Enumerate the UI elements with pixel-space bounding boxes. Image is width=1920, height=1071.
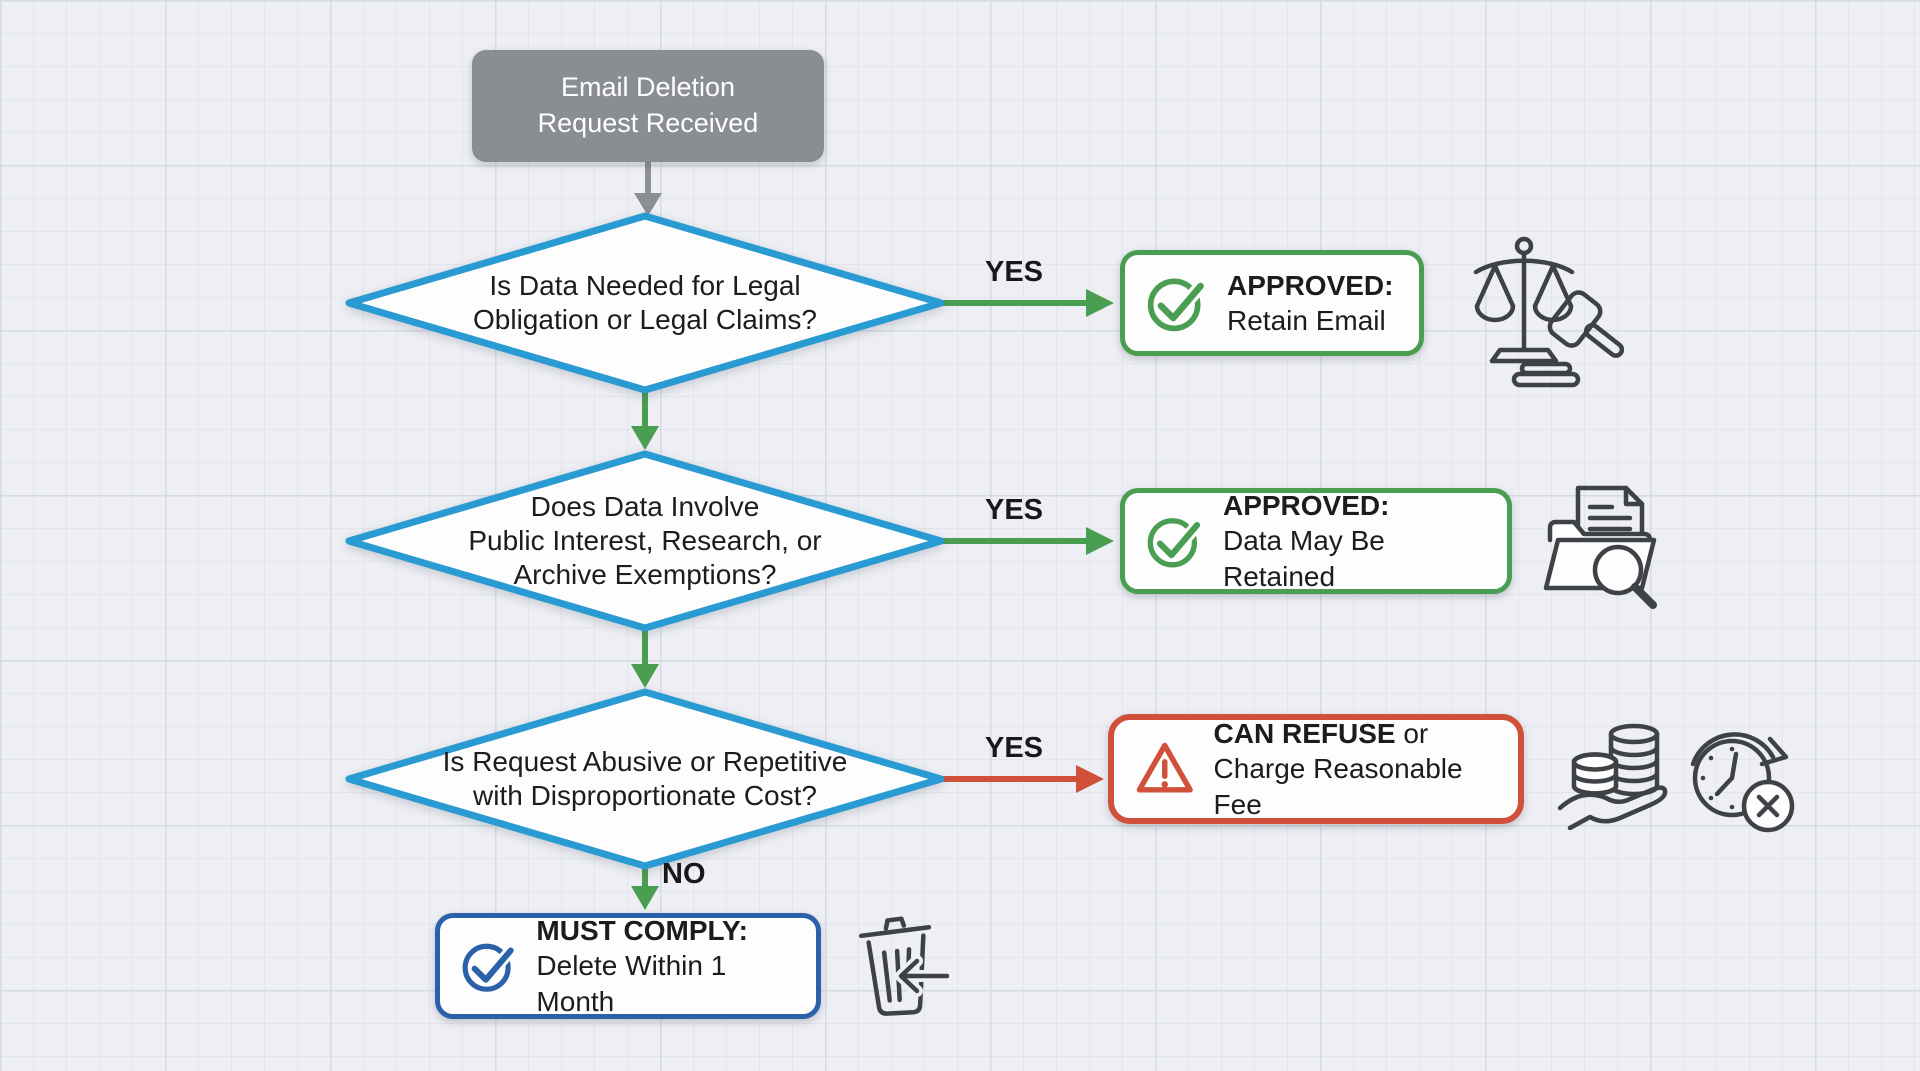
outcome-title: CAN REFUSE — [1213, 718, 1396, 750]
diamond-shape — [345, 688, 945, 870]
edge-start-to-decision1 — [634, 162, 662, 216]
outcome-title-suffix: or — [1395, 718, 1429, 750]
outcome-can-refuse: CAN REFUSE or Charge Reasonable Fee — [1108, 714, 1524, 824]
check-circle-icon — [1147, 518, 1204, 568]
outcome-title: APPROVED: — [1227, 269, 1394, 301]
decision-public-interest: Does Data Involve Public Interest, Resea… — [343, 448, 947, 634]
decision-public-interest-question: Does Data Involve Public Interest, Resea… — [468, 490, 822, 591]
diamond-shape — [345, 450, 945, 632]
outcome-subtitle: Data May Be Retained — [1222, 525, 1385, 592]
outcome-subtitle: Charge Reasonable Fee — [1213, 753, 1463, 820]
edge-decision2-yes — [941, 527, 1114, 555]
check-circle-icon — [462, 943, 517, 992]
check-circle-icon — [1147, 278, 1208, 332]
edge-decision2-to-decision3 — [631, 628, 659, 688]
start-node-label-line2: Request Received — [537, 108, 759, 138]
label-no-decision3: NO — [662, 858, 706, 890]
edge-decision1-to-decision2 — [631, 390, 659, 450]
outcome-title: MUST COMPLY: — [536, 915, 748, 947]
coins-hand-icon — [1557, 723, 1668, 830]
outcome-must-comply: MUST COMPLY: Delete Within 1 Month — [435, 913, 821, 1019]
start-node-email-deletion-request: Email Deletion Request Received — [472, 50, 824, 162]
label-yes-decision1: YES — [984, 256, 1044, 288]
edge-decision1-yes — [941, 289, 1114, 317]
edge-decision3-no-to-comply — [631, 866, 659, 910]
decision-abusive-request-question: Is Request Abusive or Repetitive with Di… — [442, 745, 848, 811]
outcome-title: APPROVED: — [1222, 490, 1390, 522]
decision-legal-obligation-question: Is Data Needed for Legal Obligation or L… — [473, 269, 817, 335]
label-yes-decision3: YES — [984, 732, 1044, 764]
start-node-label-line1: Email Deletion — [560, 72, 736, 103]
scales-gavel-icon — [1473, 236, 1625, 388]
edge-decision3-yes — [941, 765, 1104, 793]
outcome-approved-data-retained: APPROVED: Data May Be Retained — [1120, 488, 1512, 594]
decision-abusive-request: Is Request Abusive or Repetitive with Di… — [343, 686, 947, 872]
outcome-subtitle: Delete Within 1 Month — [536, 950, 727, 1017]
warning-triangle-icon — [1136, 742, 1193, 793]
label-yes-decision2: YES — [984, 494, 1044, 526]
clock-cancel-icon — [1690, 732, 1795, 833]
decision-legal-obligation: Is Data Needed for Legal Obligation or L… — [343, 210, 947, 396]
outcome-subtitle: Retain Email — [1227, 305, 1386, 336]
outcome-approved-retain-email: APPROVED: Retain Email — [1120, 250, 1424, 356]
diamond-shape — [345, 212, 945, 394]
trash-arrow-icon — [859, 916, 953, 1016]
folder-search-icon — [1543, 485, 1657, 609]
